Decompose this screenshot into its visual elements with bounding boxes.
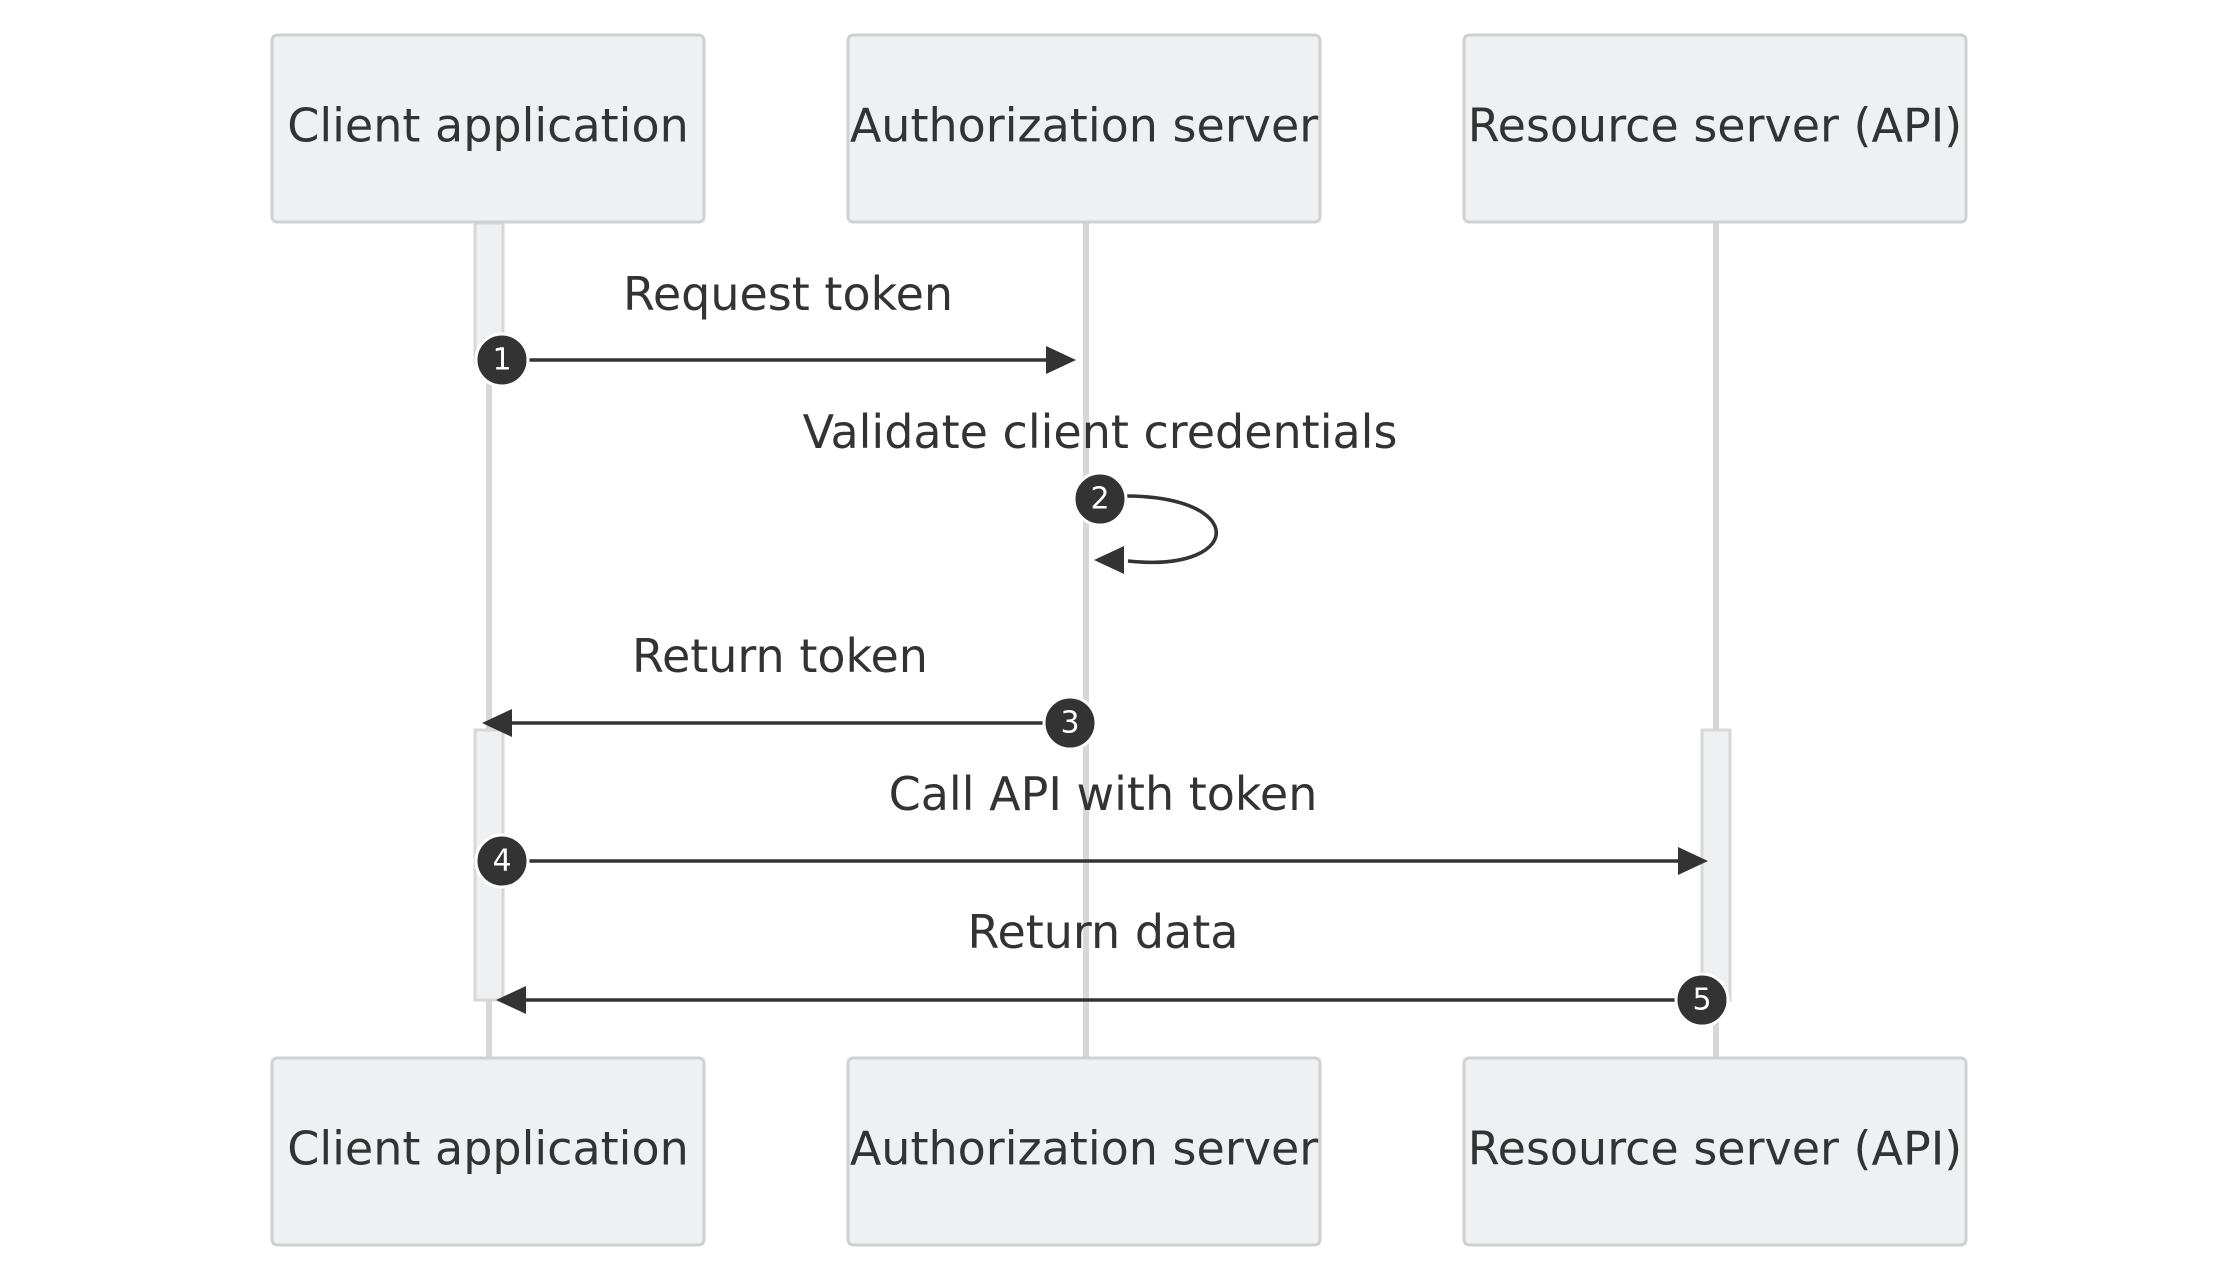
sequence-number-badge [1072,471,1128,527]
actor-label: Authorization server [850,99,1318,153]
message-label: Validate client credentials [803,405,1398,459]
actor-label: Client application [287,1122,689,1176]
actor-auth-top: Authorization server [846,33,1322,224]
message-4: Call API with token 4 [474,767,1708,889]
message-3: Return token 3 [482,629,1098,751]
activation-resource [1700,728,1732,1002]
actor-label: Client application [287,99,689,153]
sequence-number-badge [1042,695,1098,751]
sequence-number-badge [1674,972,1730,1028]
actor-resource-bottom: Resource server (API) [1462,1056,1968,1247]
arrowhead-right [1046,346,1076,374]
sequence-number: 5 [1692,983,1711,1018]
sequence-number: 2 [1090,482,1109,517]
sequence-number: 3 [1060,706,1079,741]
actor-label: Authorization server [850,1122,1318,1176]
self-loop-arrow [1099,494,1218,565]
arrowhead-left [1094,546,1124,574]
sequence-number: 1 [492,343,511,378]
sequence-number: 4 [492,844,511,879]
arrowhead-left [496,986,526,1014]
message-1: Request token 1 [474,267,1076,388]
message-label: Return data [968,905,1239,959]
arrowhead-right [1678,847,1708,875]
actor-label: Resource server (API) [1468,1122,1962,1176]
message-2: Validate client credentials 2 [803,405,1398,574]
actor-client-top: Client application [270,33,706,224]
message-label: Return token [632,629,928,683]
arrowhead-left [482,709,512,737]
sequence-number-badge [474,833,530,889]
actor-client-bottom: Client application [270,1056,706,1247]
actor-auth-bottom: Authorization server [846,1056,1322,1247]
actor-resource-top: Resource server (API) [1462,33,1968,224]
sequence-number-badge [474,332,530,388]
message-5: Return data 5 [496,905,1730,1028]
message-label: Request token [623,267,953,321]
actor-label: Resource server (API) [1468,99,1962,153]
message-label: Call API with token [889,767,1318,821]
